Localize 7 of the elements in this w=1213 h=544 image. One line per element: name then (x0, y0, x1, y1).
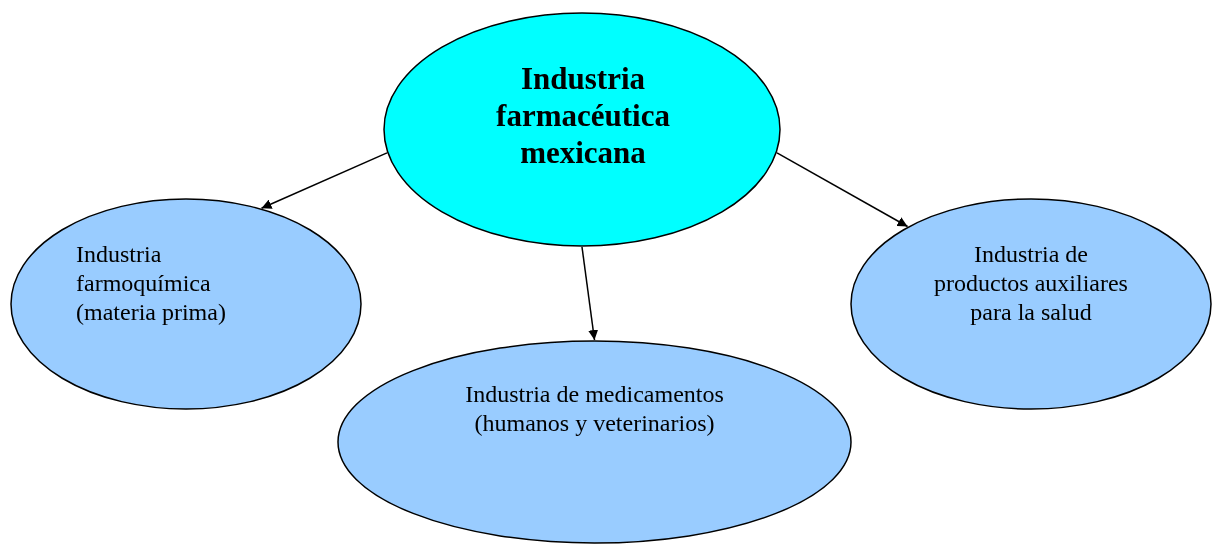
arrow (260, 152, 388, 209)
node-text: Industria farmoquímica (materia prima) (76, 240, 227, 327)
arrow (776, 152, 909, 228)
node-title: Industria farmacéutica mexicana (495, 60, 671, 172)
node-text: Industria de productos auxiliares para la salud (933, 240, 1129, 327)
arrow (581, 246, 599, 341)
node-text: Industria de medicamentos (humanos y veterinarios) (464, 380, 725, 438)
